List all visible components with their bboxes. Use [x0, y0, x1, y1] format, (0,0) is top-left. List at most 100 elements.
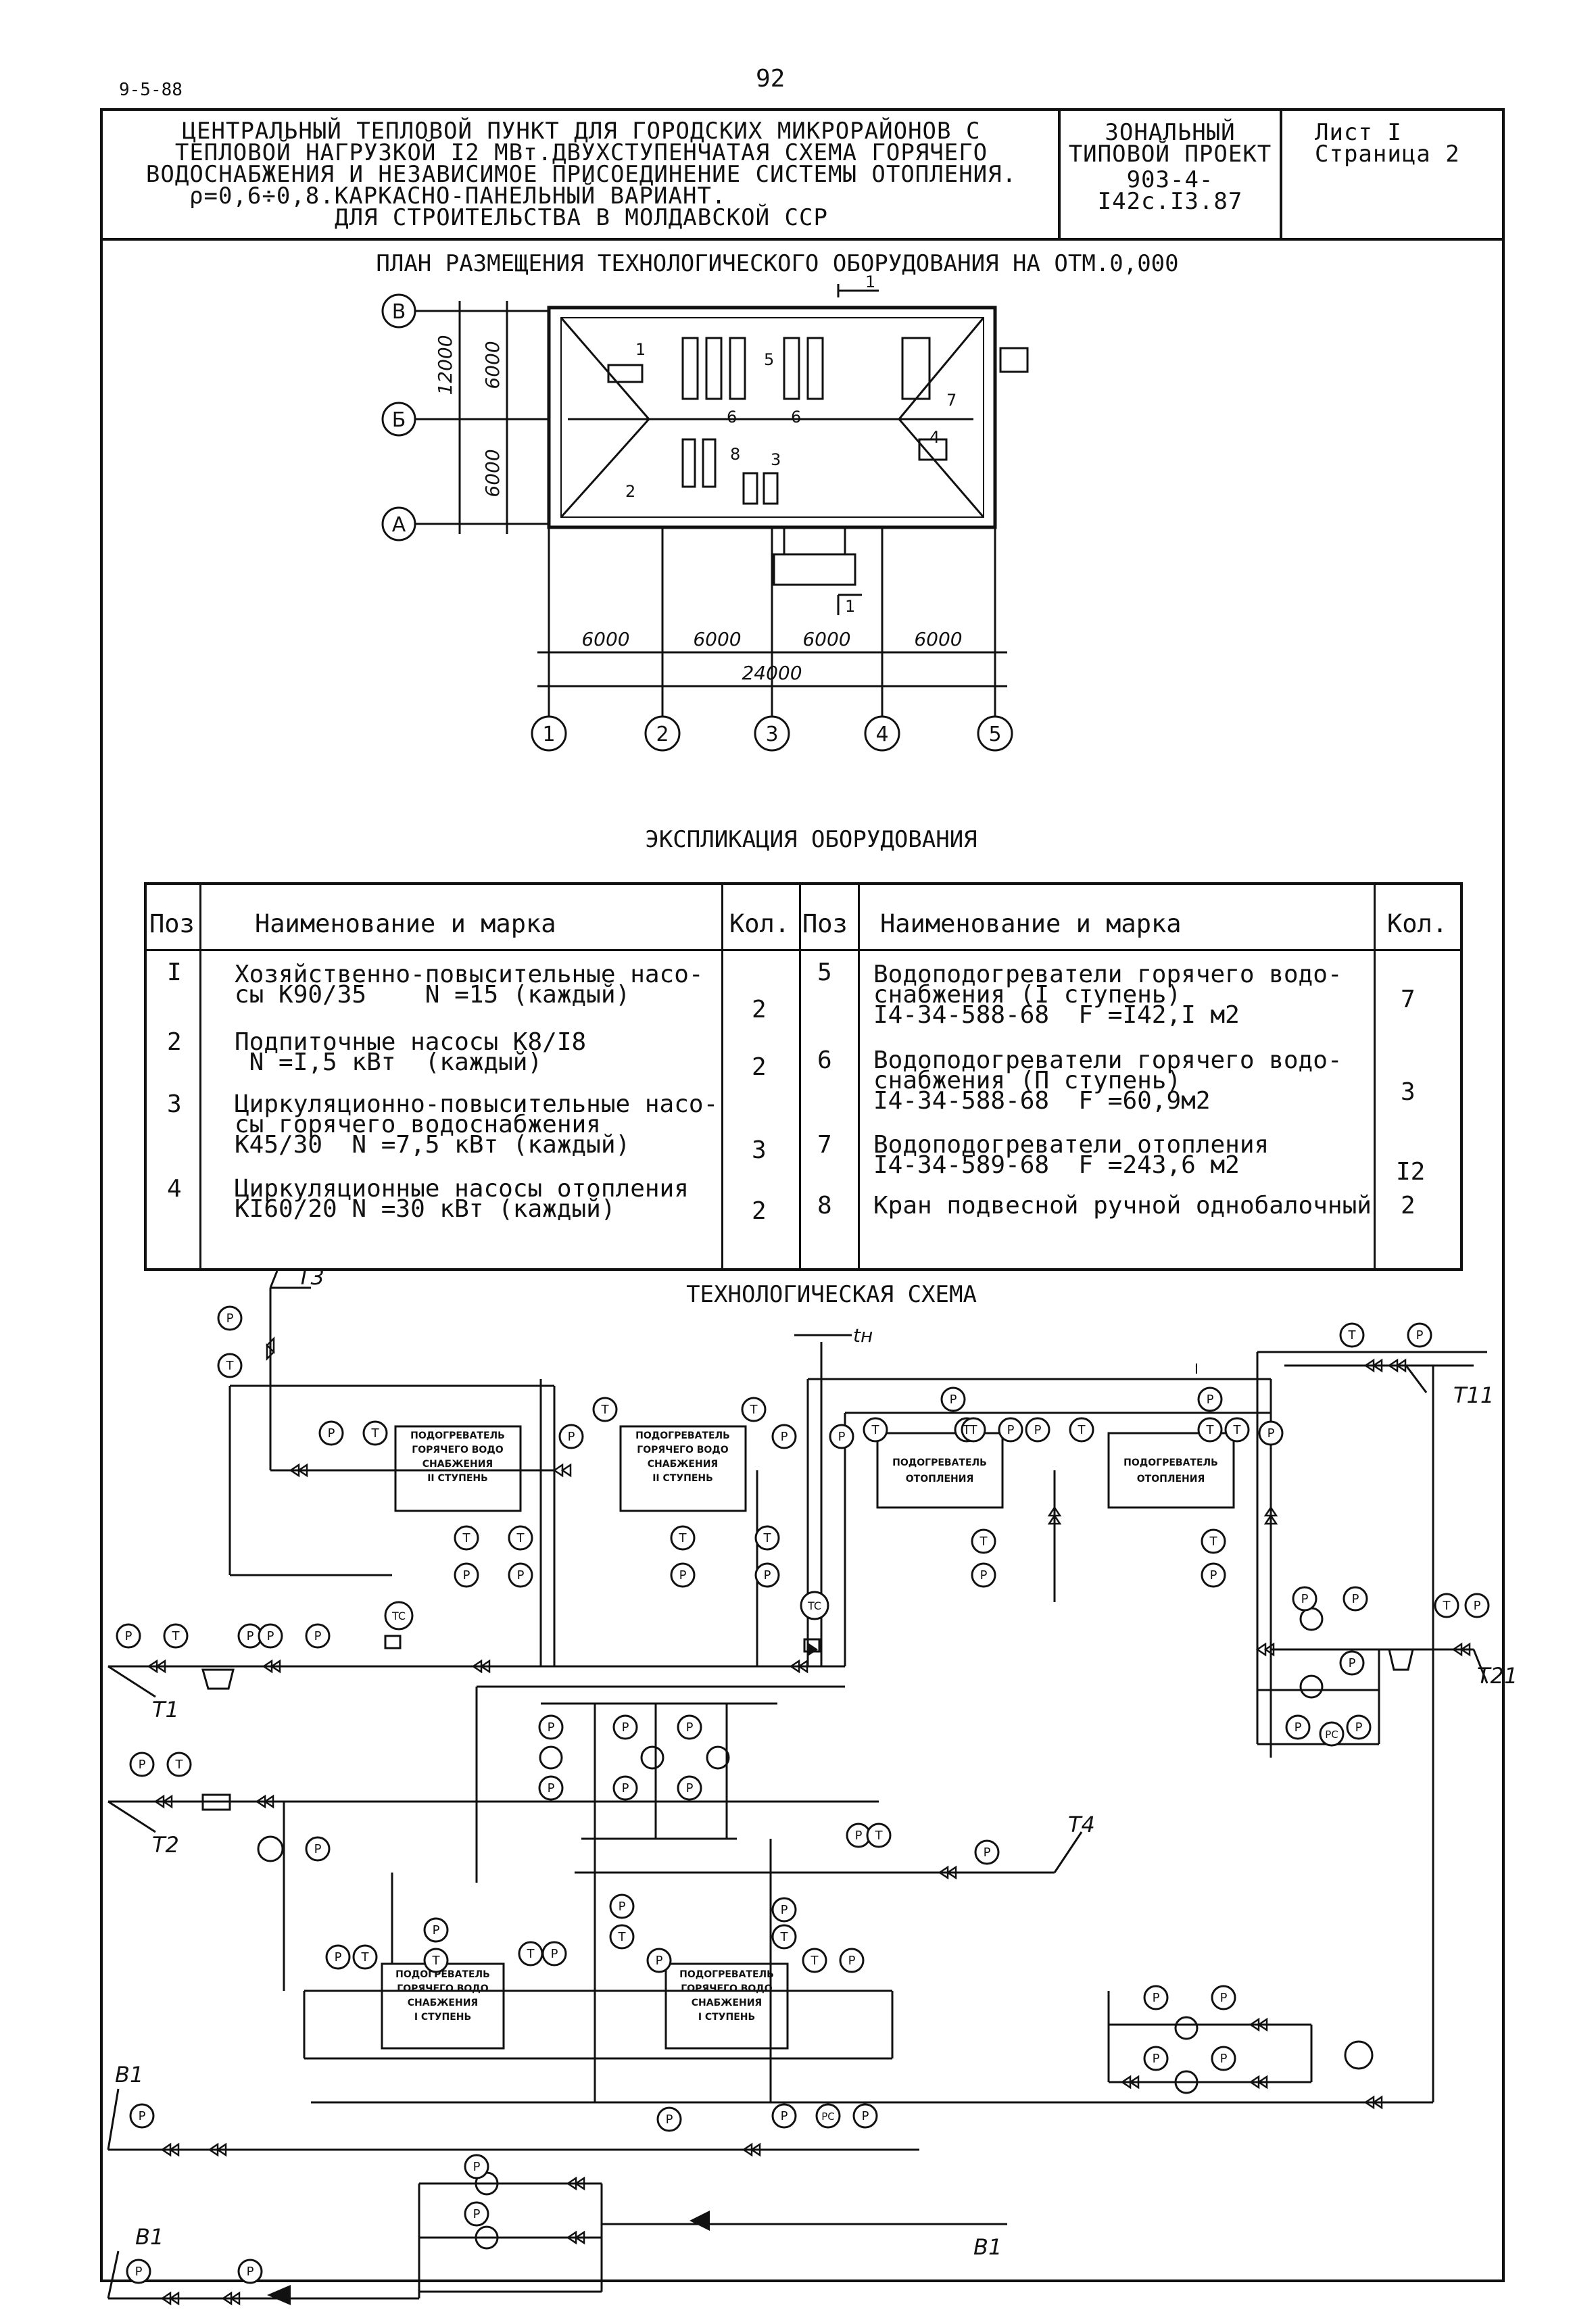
svg-text:T: T	[980, 1535, 988, 1549]
section-mark-top: 1	[865, 272, 875, 291]
svg-text:T: T	[679, 1531, 687, 1545]
svg-text:II СТУПЕНЬ: II СТУПЕНЬ	[652, 1473, 713, 1484]
plan-pos-4: 4	[929, 428, 940, 447]
row-name: Водоподогреватели горячего водо-снабжени…	[873, 961, 1343, 1029]
svg-text:T: T	[969, 1423, 978, 1437]
valve-icon	[1451, 1642, 1471, 1657]
svg-text:T: T	[601, 1403, 610, 1417]
pipe-label-t4: Т4	[1068, 1812, 1095, 1837]
plan-pos-8: 8	[730, 445, 740, 464]
valve-icon	[1249, 2017, 1268, 2032]
svg-text:T: T	[516, 1531, 525, 1545]
pump-icon	[706, 1745, 730, 1770]
actuator-icon	[384, 1635, 402, 1649]
svg-text:P: P	[848, 1954, 856, 1968]
svg-text:СНАБЖЕНИЯ: СНАБЖЕНИЯ	[692, 1998, 762, 2008]
svg-text:T: T	[1348, 1328, 1357, 1343]
axis-label-4: 4	[875, 723, 888, 746]
axis-label-5: 5	[988, 723, 1001, 746]
svg-text:T: T	[763, 1531, 772, 1545]
svg-text:TC: TC	[807, 1599, 821, 1612]
svg-text:P: P	[980, 1568, 988, 1583]
row-qty: 3	[1401, 1078, 1416, 1106]
hx-label: ПОДОГРЕВАТЕЛЬ	[1123, 1457, 1218, 1468]
axis-bubble-5	[977, 715, 1013, 752]
svg-text:P: P	[781, 2109, 788, 2123]
svg-text:СНАБЖЕНИЯ: СНАБЖЕНИЯ	[408, 1998, 478, 2008]
pump-icon	[1299, 1674, 1324, 1699]
svg-text:P: P	[855, 1829, 863, 1843]
row-name: Циркуляционно-повысительные насо-сы горя…	[235, 1090, 719, 1159]
strainer-icon	[1388, 1648, 1414, 1671]
pipe-label-t2: Т2	[152, 1832, 179, 1858]
svg-text:P: P	[622, 1781, 629, 1795]
page-number: 92	[756, 65, 785, 93]
axis-bubble-v	[381, 293, 416, 329]
axis-label-1: 1	[542, 723, 555, 746]
row-qty: 2	[752, 1053, 767, 1081]
svg-text:P: P	[1474, 1599, 1481, 1613]
row-pos: 2	[167, 1028, 182, 1056]
svg-text:P: P	[247, 2265, 254, 2279]
svg-text:P: P	[1220, 1991, 1228, 2005]
pipe-label-t3: Т3	[297, 1264, 324, 1290]
row-qty: I2	[1396, 1158, 1426, 1186]
axis-bubble-4	[864, 715, 900, 752]
svg-text:T: T	[811, 1954, 819, 1968]
hx-label: ПОДОГРЕВАТЕЛЬ	[395, 1969, 490, 1980]
svg-text:СНАБЖЕНИЯ: СНАБЖЕНИЯ	[648, 1459, 718, 1470]
valve-icon	[147, 1659, 166, 1674]
svg-text:P: P	[686, 1781, 694, 1795]
hx-heat-right-box	[1107, 1432, 1235, 1509]
svg-text:ГОРЯЧЕГО ВОДО: ГОРЯЧЕГО ВОДО	[397, 1983, 488, 1994]
svg-text:P: P	[135, 2265, 143, 2279]
plan-pos-3: 3	[771, 450, 781, 469]
valve-icon	[471, 1659, 491, 1674]
svg-text:P: P	[1153, 1991, 1160, 2005]
axis-label-v: В	[392, 300, 406, 324]
svg-text:P: P	[463, 1568, 470, 1583]
dim-12000: 12000	[434, 335, 456, 395]
row-qty: 2	[752, 1197, 767, 1225]
svg-text:T: T	[172, 1629, 180, 1643]
plan-title: ПЛАН РАЗМЕЩЕНИЯ ТЕХНОЛОГИЧЕСКОГО ОБОРУДО…	[376, 250, 1179, 277]
pipe-label-t21: Т21	[1477, 1663, 1518, 1689]
axis-bubble-3	[754, 715, 790, 752]
svg-text:P: P	[1207, 1393, 1214, 1407]
valve-icon	[266, 1336, 275, 1361]
svg-text:P: P	[781, 1903, 788, 1917]
svg-text:ОТОПЛЕНИЯ: ОТОПЛЕНИЯ	[1137, 1474, 1205, 1485]
axis-bubble-b	[381, 402, 416, 437]
svg-text:P: P	[679, 1568, 687, 1583]
pipe-label-b1-lower: В1	[135, 2224, 164, 2250]
dim-6000-4: 6000	[914, 628, 962, 650]
explication-title: ЭКСПЛИКАЦИЯ ОБОРУДОВАНИЯ	[645, 826, 977, 853]
ac-source-icon	[1344, 2040, 1374, 2070]
svg-text:P: P	[1034, 1423, 1042, 1437]
row-pos: 6	[817, 1046, 832, 1074]
hx-dhw2-left-box	[394, 1425, 522, 1512]
svg-text:P: P	[1349, 1656, 1356, 1670]
svg-text:II СТУПЕНЬ: II СТУПЕНЬ	[427, 1473, 488, 1484]
title-block-divider-1	[1058, 108, 1061, 239]
valve-icon	[208, 2142, 227, 2157]
svg-text:P: P	[226, 1311, 234, 1326]
pipe-label-b1-upper: В1	[115, 2062, 143, 2088]
hx-dhw2-right-box	[619, 1425, 747, 1512]
svg-text:P: P	[622, 1720, 629, 1735]
svg-text:TC: TC	[391, 1610, 406, 1622]
valve-icon	[1387, 1358, 1407, 1373]
valve-icon	[255, 1794, 274, 1809]
row-pos: 7	[817, 1131, 832, 1159]
svg-text:PC: PC	[821, 2110, 835, 2123]
plan-pos-2: 2	[625, 482, 635, 501]
svg-text:I: I	[1194, 1361, 1199, 1377]
axis-label-2: 2	[656, 723, 669, 746]
plan-pos-5: 5	[764, 350, 774, 369]
outdoor-temp-label: tн	[853, 1324, 873, 1347]
page-frame	[100, 108, 1505, 2282]
row-name: Подпиточные насосы К8/I8 N =I,5 кВт (каж…	[235, 1028, 587, 1076]
valve-icon	[566, 2176, 585, 2191]
